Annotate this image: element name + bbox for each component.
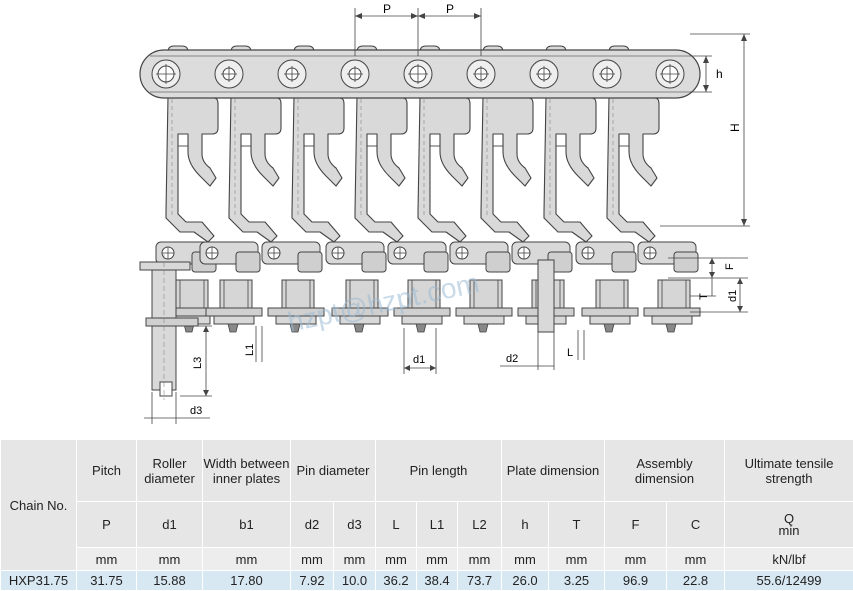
unit-cell: mm: [605, 548, 667, 571]
table-row: HXP31.75 31.75 15.88 17.80 7.92 10.0 36.…: [1, 571, 853, 591]
value-roller-diameter: 15.88: [137, 571, 203, 591]
value-d3: 10.0: [334, 571, 376, 591]
unit-cell: mm: [334, 548, 376, 571]
value-l1: 38.4: [417, 571, 458, 591]
unit-cell: mm: [667, 548, 725, 571]
symbol-l2: L2: [458, 502, 502, 548]
unit-cell: mm: [376, 548, 417, 571]
unit-cell: kN/lbf: [725, 548, 853, 571]
value-q: 55.6/12499: [725, 571, 853, 591]
unit-cell: mm: [458, 548, 502, 571]
header-pin-length: Pin length: [376, 440, 502, 502]
dim-d1-bottom: d1: [413, 354, 425, 366]
value-c: 22.8: [667, 571, 725, 591]
symbol-q: Q min: [725, 502, 853, 548]
value-t: 3.25: [549, 571, 605, 591]
header-ultimate-tensile-strength: Ultimate tensile strength: [725, 440, 853, 502]
dim-h: h: [716, 67, 723, 81]
value-d2: 7.92: [291, 571, 334, 591]
header-roller-diameter: Roller diameter: [137, 440, 203, 502]
unit-cell: mm: [77, 548, 137, 571]
dim-F: F: [724, 263, 736, 270]
dim-p-right: P: [446, 2, 454, 16]
symbol-b1: b1: [203, 502, 291, 548]
unit-cell: mm: [291, 548, 334, 571]
unit-cell: mm: [203, 548, 291, 571]
unit-cell: mm: [137, 548, 203, 571]
symbol-d1: d1: [137, 502, 203, 548]
header-plate-dimension: Plate dimension: [502, 440, 605, 502]
spec-table: Chain No. Pitch Roller diameter Width be…: [0, 439, 853, 591]
header-pitch: Pitch: [77, 440, 137, 502]
dim-d2: d2: [506, 353, 518, 365]
symbol-p: P: [77, 502, 137, 548]
symbol-l1: L1: [417, 502, 458, 548]
value-l: 36.2: [376, 571, 417, 591]
header-width-between-inner-plates: Width between inner plates: [203, 440, 291, 502]
value-l2: 73.7: [458, 571, 502, 591]
value-inner-width: 17.80: [203, 571, 291, 591]
symbol-l: L: [376, 502, 417, 548]
dim-p-left: P: [383, 2, 391, 16]
chain-no-value: HXP31.75: [1, 571, 77, 591]
symbol-h: h: [502, 502, 549, 548]
header-pin-diameter: Pin diameter: [291, 440, 376, 502]
top-view: P P h H: [140, 2, 750, 242]
chain-no-header: Chain No.: [1, 440, 77, 571]
dim-L3: L3: [192, 357, 204, 369]
symbol-d3: d3: [334, 502, 376, 548]
dim-L1: L1: [244, 344, 256, 356]
value-h: 26.0: [502, 571, 549, 591]
symbol-q-min: min: [725, 525, 853, 537]
value-pitch: 31.75: [77, 571, 137, 591]
dim-d3: d3: [190, 405, 202, 417]
dim-d1-right: d1: [727, 290, 739, 302]
side-view: hzpt@hzpt.com F T d1 L1: [140, 242, 748, 424]
header-assembly-dimension: Assembly dimension: [605, 440, 725, 502]
symbol-d2: d2: [291, 502, 334, 548]
chain-technical-drawing: P P h H: [0, 0, 853, 435]
symbol-t: T: [549, 502, 605, 548]
unit-cell: mm: [549, 548, 605, 571]
dim-H: H: [728, 123, 742, 132]
dim-L: L: [567, 347, 573, 359]
unit-cell: mm: [502, 548, 549, 571]
watermark: hzpt@hzpt.com: [285, 267, 482, 338]
unit-cell: mm: [417, 548, 458, 571]
value-f: 96.9: [605, 571, 667, 591]
dim-T: T: [698, 293, 710, 300]
symbol-c: C: [667, 502, 725, 548]
symbol-f: F: [605, 502, 667, 548]
